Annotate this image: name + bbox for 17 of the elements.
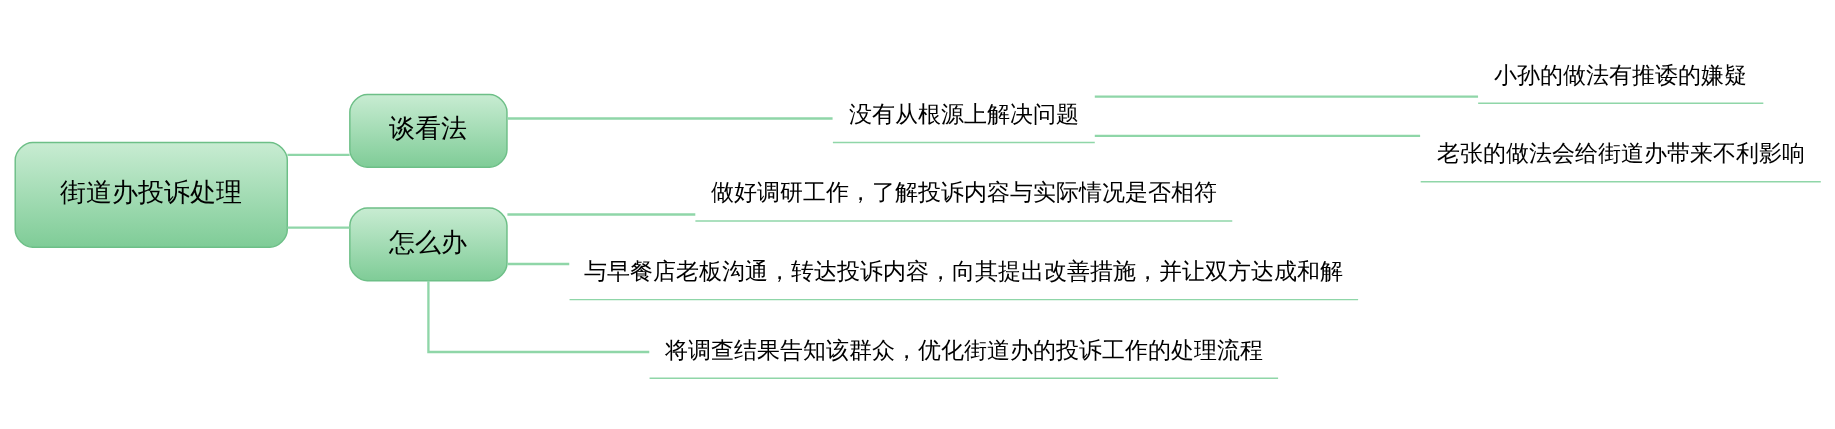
connector — [426, 280, 649, 354]
node-box: 谈看法 — [348, 93, 508, 168]
node-text: 做好调研工作，了解投诉内容与实际情况是否相符 — [710, 178, 1217, 206]
node-box: 怎么办 — [348, 207, 508, 282]
node-text: 没有从根源上解决问题 — [848, 99, 1079, 127]
connector — [1094, 95, 1478, 98]
node-text: 小孙的做法有推诿的嫌疑 — [1493, 60, 1747, 88]
connector — [286, 226, 350, 229]
connector — [506, 213, 695, 216]
node-text: 将调查结果告知该群众，优化街道办的投诉工作的处理流程 — [664, 335, 1263, 363]
node-text: 老张的做法会给街道办带来不利影响 — [1436, 139, 1805, 167]
connector — [506, 262, 569, 266]
connector — [506, 117, 833, 120]
node-text: 与早餐店老板沟通，转达投诉内容，向其提出改善措施，并让双方达成和解 — [583, 256, 1343, 284]
connector — [286, 153, 350, 156]
node-box: 街道办投诉处理 — [14, 141, 288, 248]
connector — [1094, 134, 1420, 138]
